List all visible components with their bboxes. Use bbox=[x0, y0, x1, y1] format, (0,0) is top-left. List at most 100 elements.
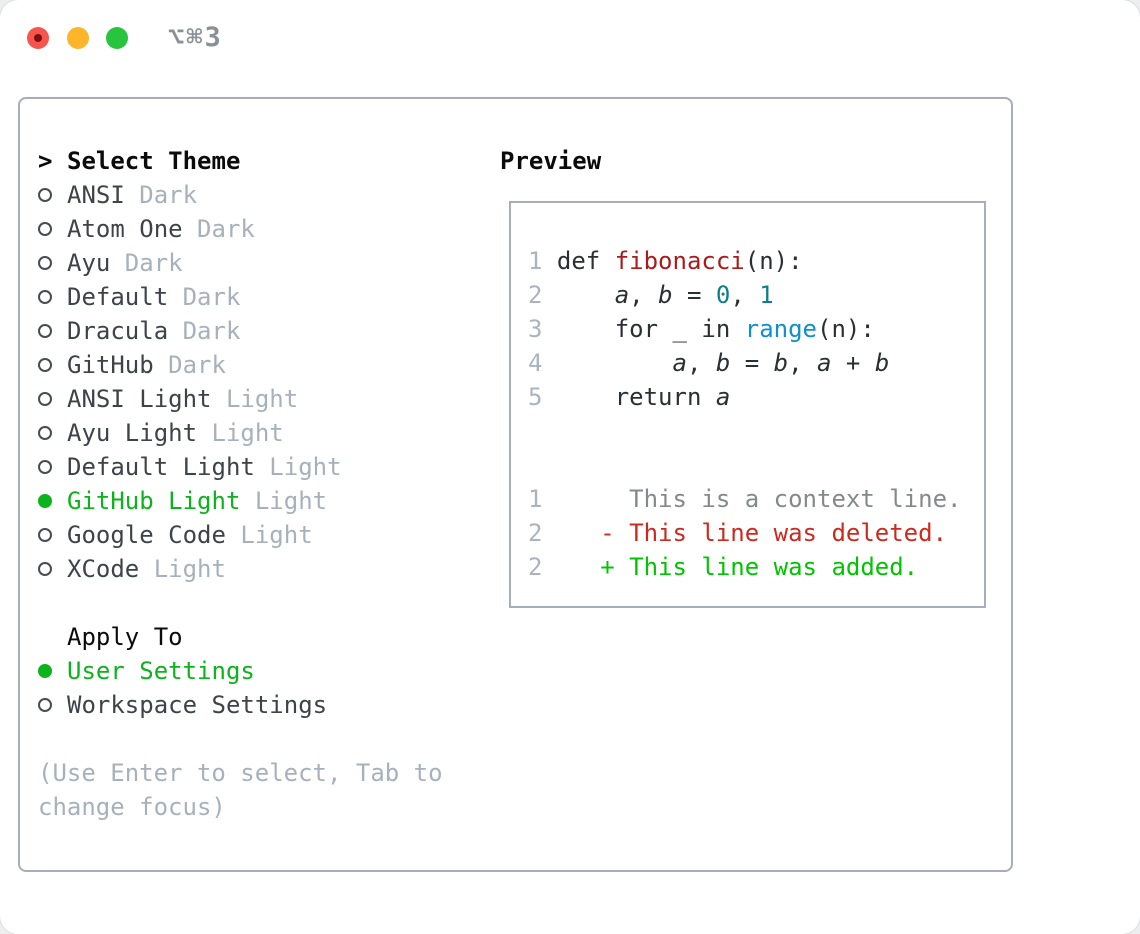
close-button[interactable] bbox=[27, 27, 49, 49]
code-segment: b bbox=[773, 349, 789, 377]
radio-cell bbox=[38, 256, 67, 270]
code-segment: a bbox=[672, 349, 687, 377]
theme-option[interactable]: Ayu Dark bbox=[38, 246, 443, 280]
theme-name: Google Code bbox=[67, 521, 226, 549]
code-segment: b bbox=[715, 349, 731, 377]
code-segment: , bbox=[788, 349, 818, 377]
code-segment bbox=[557, 281, 615, 309]
code-segment: a bbox=[817, 349, 832, 377]
code-segment: = bbox=[730, 349, 774, 377]
minimize-button[interactable] bbox=[67, 27, 89, 49]
theme-variant: Light bbox=[254, 453, 342, 481]
radio-cell bbox=[38, 188, 67, 202]
code-segment: fibonacci bbox=[614, 247, 745, 275]
apply-target-option[interactable]: User Settings bbox=[38, 654, 443, 688]
radio-icon bbox=[38, 426, 52, 440]
line-number: 2 bbox=[528, 553, 601, 581]
theme-option[interactable]: GitHub Light Light bbox=[38, 484, 443, 518]
radio-cell bbox=[38, 290, 67, 304]
radio-cell bbox=[38, 494, 67, 508]
titlebar: ⌥⌘3 bbox=[0, 0, 1140, 76]
radio-icon bbox=[38, 460, 52, 474]
radio-icon bbox=[38, 528, 52, 542]
code-segment: 0 bbox=[715, 281, 731, 309]
radio-icon bbox=[38, 256, 52, 270]
theme-name: XCode bbox=[67, 555, 140, 583]
focus-caret-icon: > bbox=[38, 147, 53, 175]
theme-option[interactable]: Google Code Light bbox=[38, 518, 443, 552]
spacer bbox=[38, 722, 443, 756]
radio-icon bbox=[38, 290, 52, 304]
code-segment bbox=[557, 349, 673, 377]
diff-text: + This line was added. bbox=[600, 553, 919, 581]
theme-option[interactable]: Ayu Light Light bbox=[38, 416, 443, 450]
code-segment: return bbox=[556, 383, 716, 411]
theme-name: Default Light bbox=[67, 453, 255, 481]
radio-cell bbox=[38, 358, 67, 372]
theme-variant: Light bbox=[240, 487, 328, 515]
theme-name: Dracula bbox=[67, 317, 169, 345]
spacer bbox=[38, 586, 443, 620]
theme-option[interactable]: XCode Light bbox=[38, 552, 443, 586]
theme-name: ANSI bbox=[67, 181, 125, 209]
focus-caret-cell: > bbox=[38, 144, 67, 178]
theme-option[interactable]: ANSI Light Light bbox=[38, 382, 443, 416]
maximize-button[interactable] bbox=[106, 27, 128, 49]
hint-line-1: (Use Enter to select, Tab to bbox=[38, 759, 443, 787]
code-line: 4 a, b = b, a + b bbox=[528, 346, 984, 380]
diff-line: 2 + This line was added. bbox=[528, 550, 984, 584]
code-segment: , bbox=[686, 349, 716, 377]
code-segment: a bbox=[614, 281, 630, 309]
code-segment: b bbox=[658, 281, 673, 309]
theme-variant: Light bbox=[211, 385, 299, 413]
radio-cell bbox=[38, 698, 67, 712]
diff-line: 1 This is a context line. bbox=[528, 482, 984, 516]
radio-cell bbox=[38, 426, 67, 440]
theme-name: GitHub bbox=[67, 351, 154, 379]
line-number: 1 bbox=[528, 247, 557, 275]
theme-name: Atom One bbox=[67, 215, 183, 243]
code-segment: (n): bbox=[744, 247, 803, 275]
line-number: 4 bbox=[528, 349, 557, 377]
code-line: 2 a, b = 0, 1 bbox=[528, 278, 984, 312]
theme-option[interactable]: Atom One Dark bbox=[38, 212, 443, 246]
theme-name: Default bbox=[67, 283, 169, 311]
theme-variant: Dark bbox=[153, 351, 226, 379]
code-segment: b bbox=[874, 349, 890, 377]
close-dot-icon bbox=[34, 34, 42, 42]
radio-icon bbox=[38, 358, 52, 372]
theme-option[interactable]: GitHub Dark bbox=[38, 348, 443, 382]
window-title: ⌥⌘3 bbox=[168, 22, 223, 53]
theme-option[interactable]: Default Dark bbox=[38, 280, 443, 314]
theme-name: Ayu Light bbox=[67, 419, 198, 447]
diff-text: - This line was deleted. bbox=[600, 519, 948, 547]
radio-cell bbox=[38, 664, 67, 678]
radio-icon bbox=[38, 392, 52, 406]
theme-option[interactable]: Default Light Light bbox=[38, 450, 443, 484]
code-line: 5 return a bbox=[528, 380, 984, 414]
diff-lines: 1 This is a context line. 2 - This line w… bbox=[528, 482, 984, 584]
line-number: 2 bbox=[528, 519, 601, 547]
preview-header: Preview bbox=[500, 147, 602, 175]
radio-cell bbox=[38, 222, 67, 236]
radio-cell bbox=[38, 324, 67, 338]
apply-to-header: Apply To bbox=[67, 623, 183, 651]
theme-variant: Dark bbox=[168, 317, 241, 345]
radio-icon bbox=[38, 698, 52, 712]
theme-option[interactable]: Dracula Dark bbox=[38, 314, 443, 348]
apply-target-name: User Settings bbox=[67, 657, 255, 685]
apply-target-option[interactable]: Workspace Settings bbox=[38, 688, 443, 722]
code-segment: a bbox=[715, 383, 731, 411]
code-segment: for _ in bbox=[556, 315, 745, 343]
theme-option[interactable]: ANSI Dark bbox=[38, 178, 443, 212]
apply-target-name: Workspace Settings bbox=[67, 691, 328, 719]
theme-variant: Light bbox=[139, 555, 226, 583]
radio-cell bbox=[38, 392, 67, 406]
code-segment: , bbox=[730, 281, 760, 309]
